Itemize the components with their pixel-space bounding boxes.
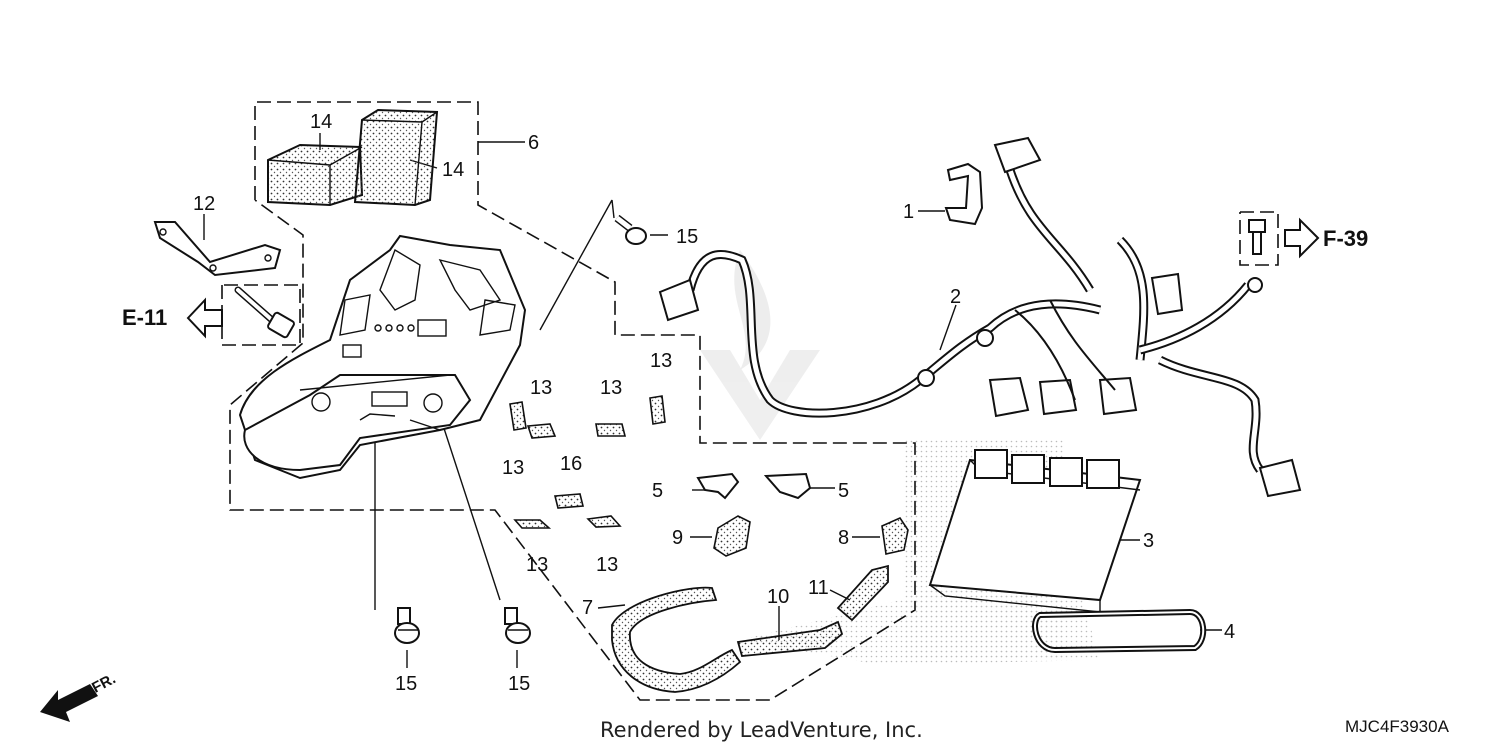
callout-1: 1 <box>903 201 914 223</box>
callout-14b: 14 <box>442 159 464 181</box>
callout-13a: 13 <box>530 377 552 399</box>
callout-9: 9 <box>672 527 683 549</box>
callout-6: 6 <box>528 132 539 154</box>
ecu-3 <box>928 449 1142 613</box>
foam-strip-11 <box>836 564 889 622</box>
ref-f39-label: F-39 <box>1323 226 1368 251</box>
callout-15a: 15 <box>676 226 698 248</box>
clamp-1 <box>944 162 984 226</box>
e11-arrow-icon <box>186 297 223 339</box>
callout-4: 4 <box>1224 621 1235 643</box>
callout-13c: 13 <box>650 350 672 372</box>
callout-15c: 15 <box>508 673 530 695</box>
callout-14a: 14 <box>310 111 332 133</box>
callout-labels: 1 2 3 4 5 5 6 7 8 9 10 11 12 13 13 13 13… <box>193 111 1235 695</box>
callout-13d: 13 <box>502 457 524 479</box>
callout-13f: 13 <box>596 554 618 576</box>
gasket-4 <box>1032 608 1207 654</box>
callout-11: 11 <box>808 577 829 599</box>
wire-harness-2 <box>658 136 1302 498</box>
front-arrow-icon <box>40 684 98 722</box>
callout-16: 16 <box>560 453 582 475</box>
callout-5a: 5 <box>652 480 663 502</box>
callout-2: 2 <box>950 286 961 308</box>
f39-arrow-icon <box>1284 217 1320 259</box>
bolt-15-right <box>504 607 531 644</box>
callout-5b: 5 <box>838 480 849 502</box>
foam-pad-14 <box>267 143 364 207</box>
foam-strip-7 <box>611 586 742 693</box>
bolt <box>234 286 295 339</box>
bolt-15-top <box>614 214 647 245</box>
bracket-12 <box>153 221 282 277</box>
pads-13-16 <box>509 395 666 529</box>
callout-3: 3 <box>1143 530 1154 552</box>
callout-12: 12 <box>193 193 215 215</box>
callout-13e: 13 <box>526 554 548 576</box>
pad-9 <box>713 515 751 557</box>
ecu-tray <box>238 234 527 480</box>
diagram-code: MJC4F3930A <box>1345 717 1449 736</box>
rendered-by-footer: Rendered by LeadVenture, Inc. <box>600 718 923 742</box>
bolt-15-left <box>394 607 420 644</box>
callout-7: 7 <box>582 597 593 619</box>
f39-bolt <box>1239 211 1279 266</box>
callout-8: 8 <box>838 527 849 549</box>
clips-5 <box>696 472 812 500</box>
callout-10: 10 <box>767 586 789 608</box>
callout-15b: 15 <box>395 673 417 695</box>
pad-8 <box>881 516 909 555</box>
ref-e11-label: E-11 <box>122 305 167 330</box>
foam-pad-14b <box>353 108 439 207</box>
callout-13b: 13 <box>600 377 622 399</box>
foam-strip-10 <box>736 620 844 657</box>
